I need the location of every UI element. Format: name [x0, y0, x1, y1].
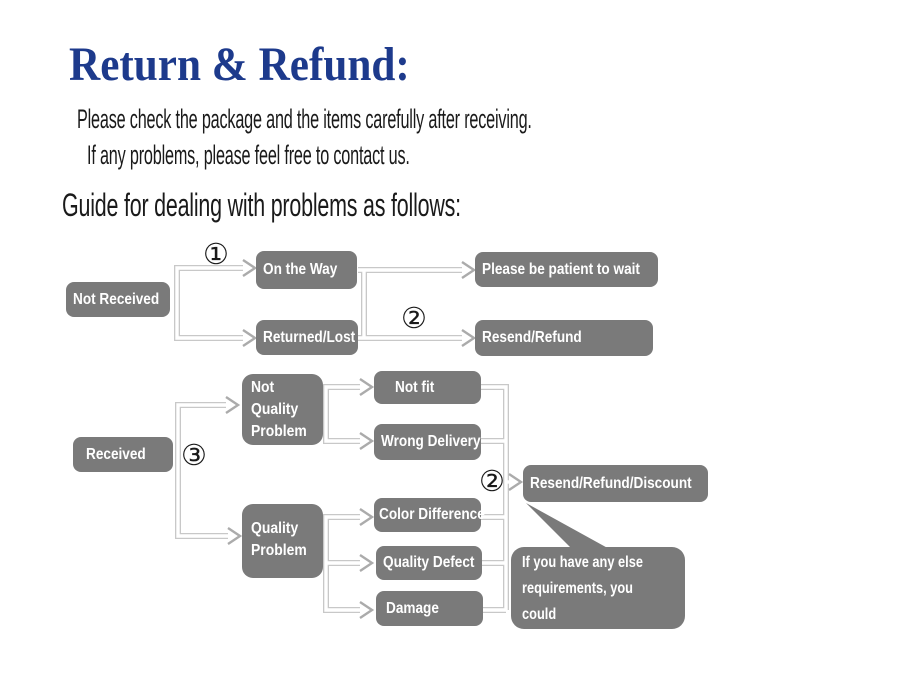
node-quality-problem: Quality Problem: [242, 504, 323, 578]
arrowhead-icon: [242, 259, 258, 277]
node-resend-refund: Resend/Refund: [475, 320, 653, 356]
node-received: Received: [73, 437, 173, 472]
node-label: Not Received: [73, 290, 160, 308]
intro-line-1: Please check the package and the items c…: [77, 104, 532, 134]
arrowhead-icon: [461, 261, 477, 279]
step-2-marker-top: ②: [401, 301, 427, 335]
node-label: Please be patient to wait: [482, 260, 640, 278]
connector-lines-fill: [175, 266, 512, 612]
node-label: Resend/Refund/Discount: [530, 474, 692, 492]
node-color-difference: Color Difference: [374, 498, 485, 532]
arrowhead-icon: [359, 508, 375, 526]
node-please-be-patient: Please be patient to wait: [475, 252, 658, 287]
node-returned-lost: Returned/Lost: [256, 320, 358, 355]
node-label: Received: [86, 445, 146, 463]
arrowhead-icon: [359, 601, 375, 619]
page-title: Return & Refund:: [69, 38, 410, 91]
node-damage: Damage: [376, 591, 483, 626]
node-label: Returned/Lost: [263, 328, 356, 346]
arrowhead-icon: [242, 329, 258, 347]
node-label: Quality Problem: [251, 520, 307, 559]
speech-bubble-tail: [526, 503, 613, 551]
arrowhead-icon: [461, 329, 477, 347]
step-2-marker-bottom: ②: [479, 464, 505, 498]
node-label: Resend/Refund: [482, 329, 582, 346]
step-1-marker: ①: [203, 237, 229, 271]
node-label: Color Difference: [379, 506, 485, 523]
node-wrong-delivery: Wrong Delivery: [374, 424, 481, 460]
node-quality-defect: Quality Defect: [376, 546, 482, 580]
node-on-the-way: On the Way: [256, 251, 357, 289]
note-bubble-text: If you have any else requirements, you c…: [522, 554, 643, 649]
arrowhead-icon: [359, 378, 375, 396]
arrowhead-icons: [225, 259, 524, 619]
node-not-quality-problem: Not Quality Problem: [242, 374, 323, 445]
node-label: Not Quality Problem: [251, 379, 307, 440]
arrowhead-icon: [359, 554, 375, 572]
guide-heading: Guide for dealing with problems as follo…: [62, 187, 461, 223]
arrowhead-icon: [508, 473, 524, 491]
node-label: Wrong Delivery: [381, 433, 481, 450]
node-label: Not fit: [395, 378, 435, 396]
arrowhead-icon: [359, 432, 375, 450]
node-label: On the Way: [263, 261, 338, 278]
node-resend-refund-discount: Resend/Refund/Discount: [523, 465, 708, 502]
intro-line-2: If any problems, please feel free to con…: [87, 140, 410, 170]
note-bubble: If you have any else requirements, you c…: [511, 547, 685, 649]
arrowhead-icon: [227, 527, 243, 545]
node-not-received: Not Received: [66, 282, 170, 317]
node-label: Damage: [386, 599, 439, 617]
arrowhead-icon: [225, 396, 241, 414]
step-3-marker: ③: [181, 438, 207, 472]
node-not-fit: Not fit: [374, 371, 481, 404]
node-label: Quality Defect: [383, 554, 475, 571]
